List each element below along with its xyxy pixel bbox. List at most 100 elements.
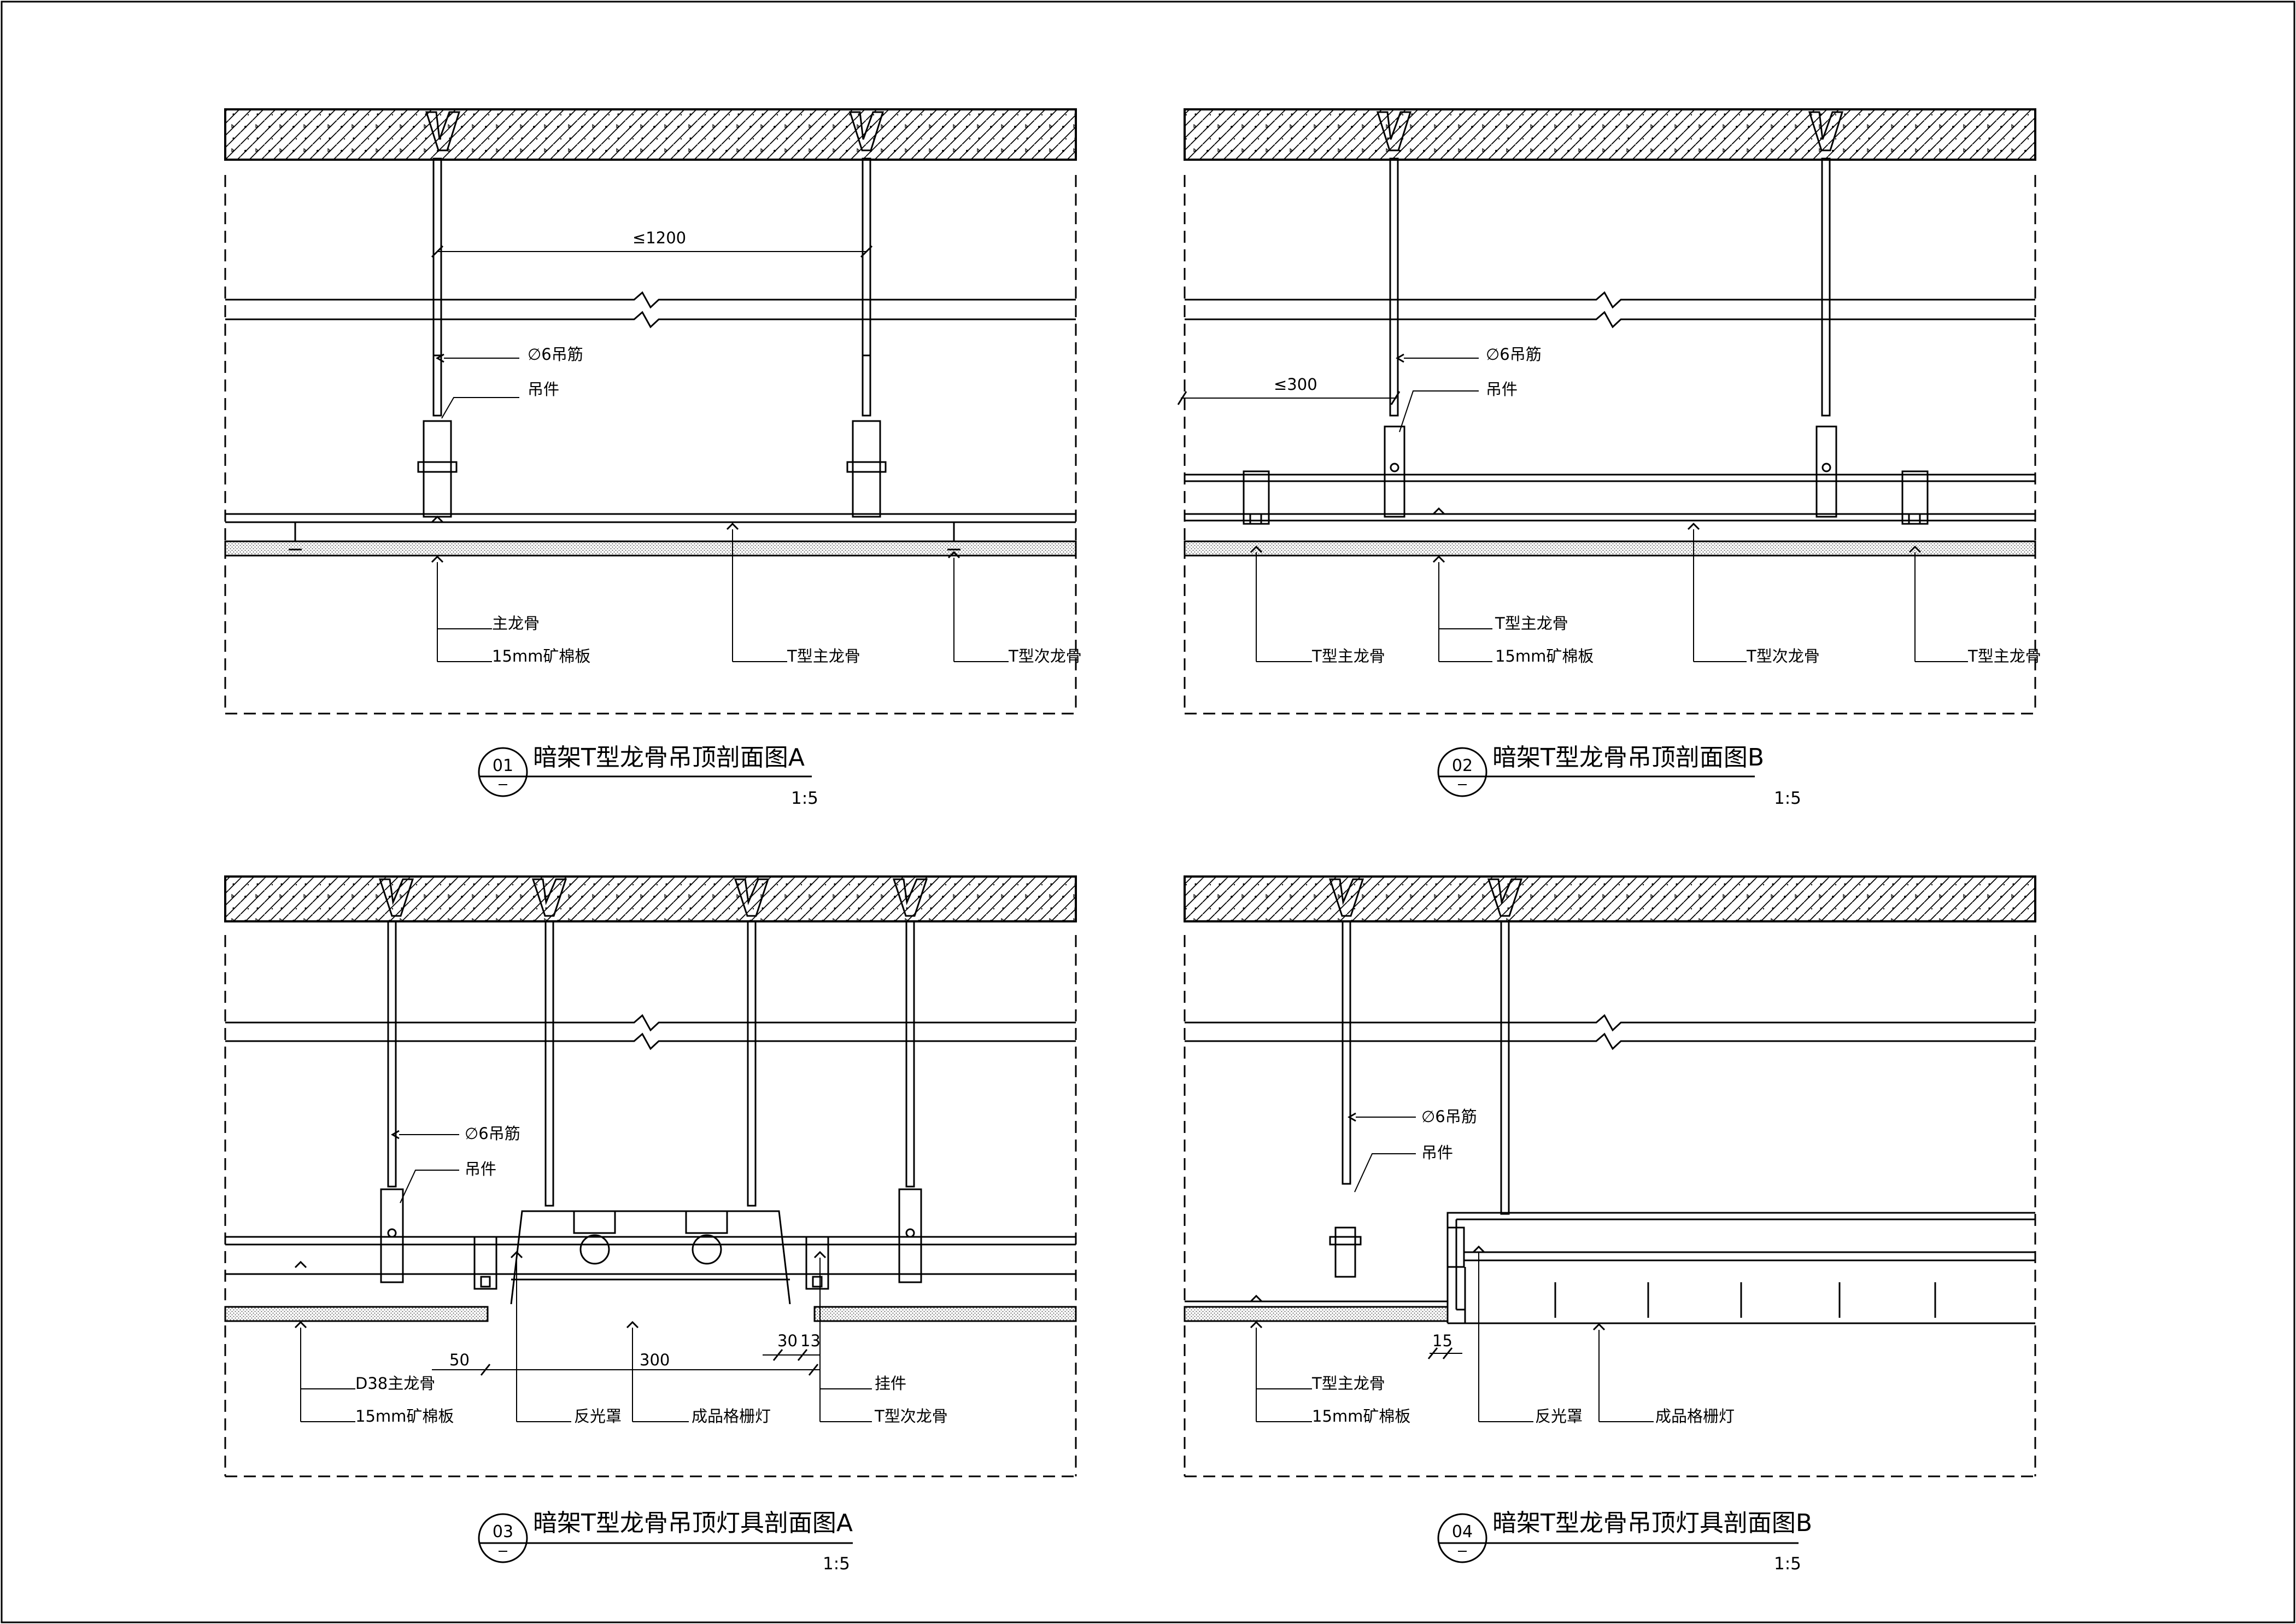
mineral-board <box>1184 540 2036 557</box>
break-line <box>225 291 1076 309</box>
drawing-number-circle <box>1437 747 1487 797</box>
hanger-clip <box>1384 425 1405 518</box>
d38-keel-label: D38主龙骨 <box>355 1374 435 1393</box>
drawing-number-circle <box>1437 1513 1487 1563</box>
drawing-number: 01 <box>493 756 513 775</box>
concrete-slab <box>1184 108 2036 161</box>
lamp-tube <box>579 1234 610 1265</box>
hanger-rod <box>387 920 397 1188</box>
expansion-anchor <box>892 878 928 917</box>
dimension-50: 50 <box>449 1351 470 1369</box>
drawing-03 <box>224 875 1077 1563</box>
dimension-13: 13 <box>800 1331 821 1350</box>
concrete-slab <box>1184 875 2036 922</box>
drawing-number: 04 <box>1452 1522 1473 1541</box>
hanger-rod <box>747 920 757 1207</box>
span-dimension: ≤1200 <box>632 229 686 247</box>
grille-light-label: 成品格栅灯 <box>692 1407 771 1426</box>
rod-label: ∅6吊筋 <box>528 345 583 364</box>
expansion-anchor <box>1808 111 1844 151</box>
drawing-title: 暗架T型龙骨吊顶灯具剖面图B <box>1492 1509 1812 1537</box>
rod-label: ∅6吊筋 <box>1421 1107 1477 1126</box>
drawing-03-text: ∅6吊筋 吊件 50 300 30 13 D38主龙骨 15mm矿棉板 反光罩 … <box>355 1124 948 1574</box>
expansion-anchor <box>1487 878 1523 917</box>
dimension-300: 300 <box>640 1351 670 1369</box>
t-sub-keel-label: T型次龙骨 <box>1008 647 1082 665</box>
drawing-title: 暗架T型龙骨吊顶剖面图A <box>533 744 805 772</box>
span-dimension: ≤300 <box>1274 375 1317 394</box>
board-label: 15mm矿棉板 <box>355 1407 454 1426</box>
t-main-keel-label-2: T型主龙骨 <box>1495 614 1568 633</box>
board-label: 15mm矿棉板 <box>1312 1407 1410 1426</box>
t-main-keel-label: T型主龙骨 <box>787 647 860 665</box>
hook-bracket <box>805 1236 829 1290</box>
mineral-board <box>813 1306 1077 1322</box>
rod-label: ∅6吊筋 <box>1486 345 1542 364</box>
drawing-title: 暗架T型龙骨吊顶剖面图B <box>1492 744 1764 772</box>
hanger-rod <box>905 920 915 1188</box>
drawing-04 <box>1184 875 2036 1563</box>
drawing-scale: 1:5 <box>1774 1554 1801 1574</box>
t-main-keel-label-3: T型主龙骨 <box>1967 647 2041 665</box>
hanger-clip <box>852 420 881 518</box>
hanger-clip <box>423 420 452 518</box>
dimension-15: 15 <box>1432 1331 1452 1350</box>
hanger-clip <box>1334 1226 1356 1278</box>
hanger-rod <box>1500 920 1510 1215</box>
drawing-01-text: ≤1200 ∅6吊筋 吊件 主龙骨 15mm矿棉板 T型主龙骨 T型次龙骨 01… <box>492 229 1082 808</box>
break-line <box>1185 1014 2035 1032</box>
hook-bracket <box>473 1236 497 1290</box>
break-line <box>225 1014 1076 1032</box>
reflector-label: 反光罩 <box>1535 1407 1583 1426</box>
grille-light-housing <box>510 1210 791 1305</box>
rod-label: ∅6吊筋 <box>465 1124 520 1143</box>
expansion-anchor <box>378 878 414 917</box>
t-sub-keel-label: T型次龙骨 <box>1746 647 1820 665</box>
concrete-slab <box>224 875 1077 922</box>
t-sub-keel-label: T型次龙骨 <box>874 1407 948 1426</box>
t-main-keel-label: T型主龙骨 <box>1311 1374 1385 1393</box>
hanger-rod <box>1389 157 1399 417</box>
expansion-anchor <box>531 878 567 917</box>
hanger-label: 吊件 <box>528 380 559 399</box>
expansion-anchor <box>425 111 461 151</box>
drawing-scale: 1:5 <box>791 788 818 808</box>
break-line <box>1185 291 2035 309</box>
drawing-02 <box>1177 108 2036 797</box>
expansion-anchor <box>848 111 885 151</box>
hanger-rod <box>1821 157 1831 417</box>
hanger-clip <box>1815 425 1837 518</box>
drawing-number: 02 <box>1452 756 1473 775</box>
hanger-rod <box>544 920 554 1207</box>
drawing-01 <box>224 108 1077 797</box>
expansion-anchor <box>1376 111 1412 151</box>
drawing-scale: 1:5 <box>823 1554 850 1574</box>
grille-light-housing <box>1446 1212 2035 1323</box>
mineral-board <box>1184 1306 1449 1322</box>
t-main-keel-label: T型主龙骨 <box>1311 647 1385 665</box>
board-label: 15mm矿棉板 <box>492 647 590 665</box>
drawing-title: 暗架T型龙骨吊顶灯具剖面图A <box>533 1509 853 1537</box>
mineral-board <box>224 1306 489 1322</box>
drawing-02-text: ≤300 ∅6吊筋 吊件 T型主龙骨 T型主龙骨 15mm矿棉板 T型次龙骨 T… <box>1274 345 2041 808</box>
drawing-number-circle <box>478 1513 528 1563</box>
hanger-label: 吊件 <box>1421 1143 1453 1162</box>
hanger-rod <box>862 157 871 417</box>
drawing-number-circle <box>478 747 528 797</box>
hanger-label: 吊件 <box>465 1160 496 1178</box>
hanger-rod <box>432 157 442 417</box>
drawing-number: 03 <box>493 1522 513 1541</box>
expansion-anchor <box>734 878 770 917</box>
board-label: 15mm矿棉板 <box>1495 647 1594 665</box>
grille-light-label: 成品格栅灯 <box>1655 1407 1735 1426</box>
expansion-anchor <box>1328 878 1364 917</box>
hanger-clip <box>898 1188 922 1283</box>
dimension-30: 30 <box>777 1331 798 1350</box>
drawing-scale: 1:5 <box>1774 788 1801 808</box>
mineral-board <box>224 540 1077 557</box>
concrete-slab <box>224 108 1077 161</box>
drawing-04-text: ∅6吊筋 吊件 15 T型主龙骨 15mm矿棉板 反光罩 成品格栅灯 04 暗架… <box>1311 1107 1812 1574</box>
keel-clamp <box>1243 470 1270 525</box>
